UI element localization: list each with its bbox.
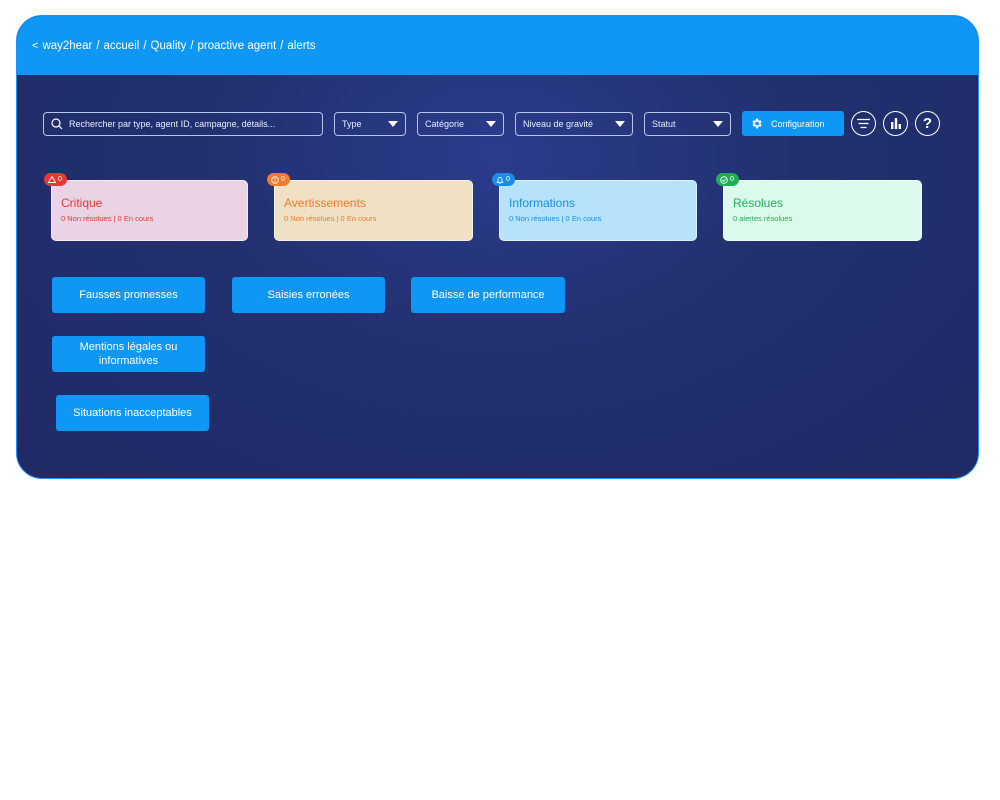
breadcrumb-separator: / <box>96 39 100 52</box>
breadcrumb-item-proactive-agent[interactable]: proactive agent <box>197 39 277 52</box>
critical-card[interactable]: 0 Critique 0 Non résolues | 0 En cours <box>44 173 248 241</box>
search-placeholder: Rechercher par type, agent ID, campagne,… <box>69 119 276 129</box>
warnings-badge: 0 <box>267 173 290 186</box>
resolved-badge: 0 <box>716 173 739 186</box>
legal-mentions-button[interactable]: Mentions légales ou informatives <box>52 336 205 372</box>
alert-circle-icon <box>271 175 279 184</box>
severity-select-label: Niveau de gravité <box>523 119 594 129</box>
filter-lines-icon <box>857 118 870 129</box>
critical-card-subtitle: 0 Non résolues | 0 En cours <box>61 214 154 223</box>
critical-card-title: Critique <box>61 196 103 210</box>
category-select[interactable]: Catégorie <box>417 112 504 136</box>
breadcrumb-separator: / <box>143 39 147 52</box>
search-input[interactable]: Rechercher par type, agent ID, campagne,… <box>43 112 323 136</box>
warnings-card-subtitle: 0 Non résolues | 0 En cours <box>284 214 377 223</box>
breadcrumb: < way2hear / accueil / Quality / proacti… <box>17 16 978 75</box>
breadcrumb-item-way2hear[interactable]: way2hear <box>42 39 93 52</box>
status-select[interactable]: Statut <box>644 112 731 136</box>
bar-chart-icon <box>890 118 901 129</box>
resolved-card-subtitle: 0 alertes résolues <box>733 214 793 223</box>
critical-badge-count: 0 <box>58 176 62 183</box>
configuration-button[interactable]: Configuration <box>742 111 844 136</box>
search-icon <box>51 118 63 130</box>
unacceptable-situations-button[interactable]: Situations inacceptables <box>56 395 209 431</box>
configuration-label: Configuration <box>771 118 825 129</box>
warning-triangle-icon <box>48 176 56 183</box>
breadcrumb-item-alerts: alerts <box>287 39 316 52</box>
caret-down-icon <box>388 121 398 127</box>
caret-down-icon <box>713 121 723 127</box>
wrong-entries-button[interactable]: Saisies erronées <box>232 277 385 313</box>
warnings-card-title: Avertissements <box>284 196 366 210</box>
filter-toolbar: Rechercher par type, agent ID, campagne,… <box>17 111 978 137</box>
info-badge-count: 0 <box>506 176 510 183</box>
breadcrumb-separator: / <box>190 39 194 52</box>
resolved-card[interactable]: 0 Résolues 0 alertes résolues <box>716 173 922 241</box>
breadcrumb-item-accueil[interactable]: accueil <box>103 39 140 52</box>
filter-lines-button[interactable] <box>851 111 876 136</box>
alerts-panel: < way2hear / accueil / Quality / proacti… <box>16 15 979 479</box>
false-promises-button[interactable]: Fausses promesses <box>52 277 205 313</box>
question-mark-icon: ? <box>922 115 933 132</box>
warnings-badge-count: 0 <box>281 176 285 183</box>
critical-badge: 0 <box>44 173 67 186</box>
gear-icon <box>752 118 762 129</box>
caret-down-icon <box>486 121 496 127</box>
breadcrumb-item-quality[interactable]: Quality <box>150 39 187 52</box>
bell-icon <box>496 176 504 184</box>
severity-select[interactable]: Niveau de gravité <box>515 112 633 136</box>
type-select[interactable]: Type <box>334 112 406 136</box>
caret-down-icon <box>615 121 625 127</box>
back-chevron-icon[interactable]: < <box>32 39 39 52</box>
breadcrumb-separator: / <box>280 39 284 52</box>
category-select-label: Catégorie <box>425 119 465 129</box>
info-card-subtitle: 0 Non résolues | 0 En cours <box>509 214 602 223</box>
check-circle-icon <box>720 175 728 184</box>
warnings-card[interactable]: 0 Avertissements 0 Non résolues | 0 En c… <box>267 173 473 241</box>
info-card[interactable]: 0 Informations 0 Non résolues | 0 En cou… <box>492 173 697 241</box>
type-select-label: Type <box>342 119 362 129</box>
statistics-button[interactable] <box>883 111 908 136</box>
help-button[interactable]: ? <box>915 111 940 136</box>
performance-drop-button[interactable]: Baisse de performance <box>411 277 565 313</box>
status-select-label: Statut <box>652 119 676 129</box>
info-badge: 0 <box>492 173 515 186</box>
resolved-badge-count: 0 <box>730 176 734 183</box>
resolved-card-title: Résolues <box>733 196 784 210</box>
info-card-title: Informations <box>509 196 576 210</box>
